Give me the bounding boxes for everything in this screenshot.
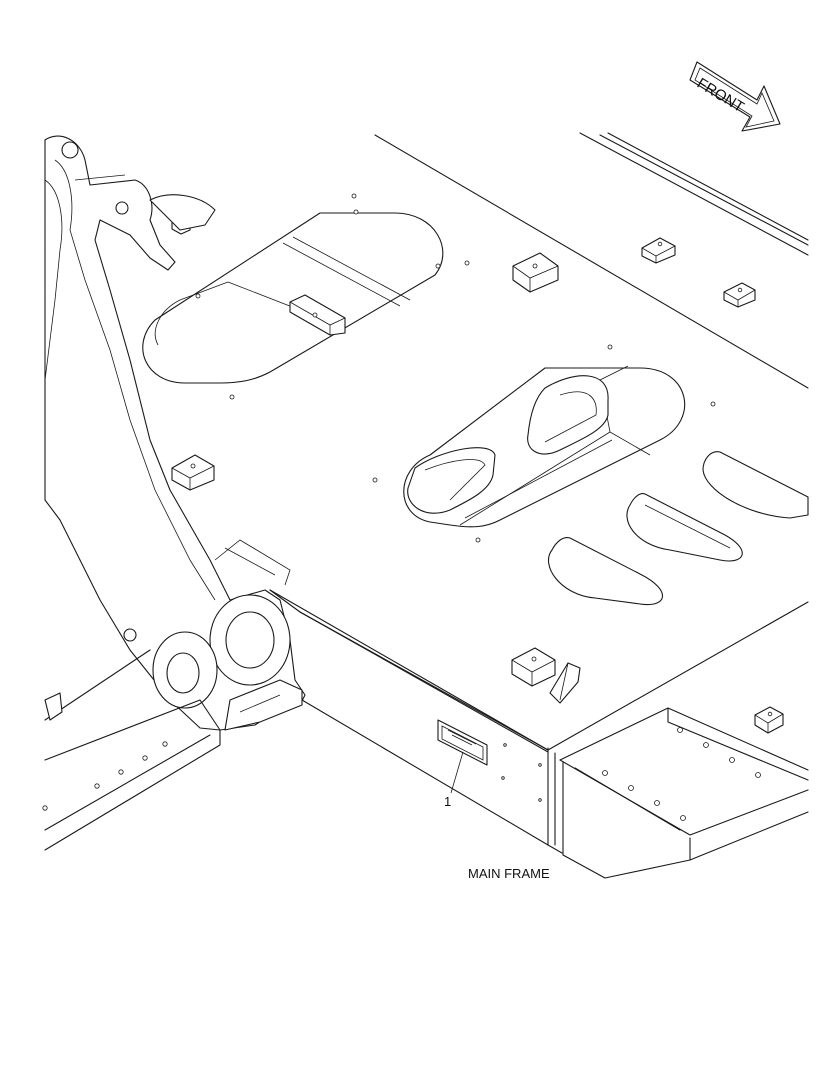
cutout-center <box>403 344 686 528</box>
callout-number: 1 <box>444 794 451 809</box>
decal-icon <box>437 719 488 766</box>
mounting-blocks <box>171 215 784 734</box>
boom-arm <box>44 135 306 731</box>
slot-cutouts <box>547 451 809 606</box>
deck-holes <box>229 193 716 543</box>
callout-leader <box>450 751 464 794</box>
front-cross-member <box>501 707 809 879</box>
diagram-caption: MAIN FRAME <box>468 866 550 881</box>
front-arrow-icon: FRONT <box>689 61 781 132</box>
lower-left-rails <box>42 649 221 851</box>
deck-plate <box>269 132 809 854</box>
cutout-upper-left <box>142 209 444 384</box>
